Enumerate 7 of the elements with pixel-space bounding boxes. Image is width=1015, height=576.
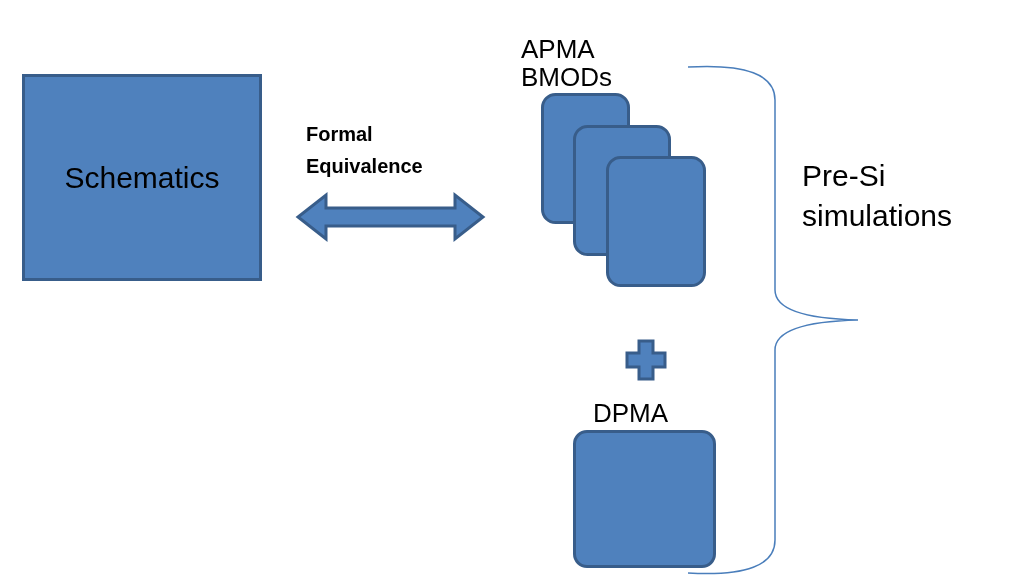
double-arrow (295, 191, 486, 243)
node-heading: APMA BMODs (521, 35, 613, 91)
brace-label: Pre-Si simulations (802, 158, 954, 234)
node-label: Schematics (64, 160, 220, 196)
process-box (22, 74, 262, 281)
node-heading: DPMA (593, 399, 670, 427)
edge-label: Formal Equivalence (306, 122, 424, 179)
